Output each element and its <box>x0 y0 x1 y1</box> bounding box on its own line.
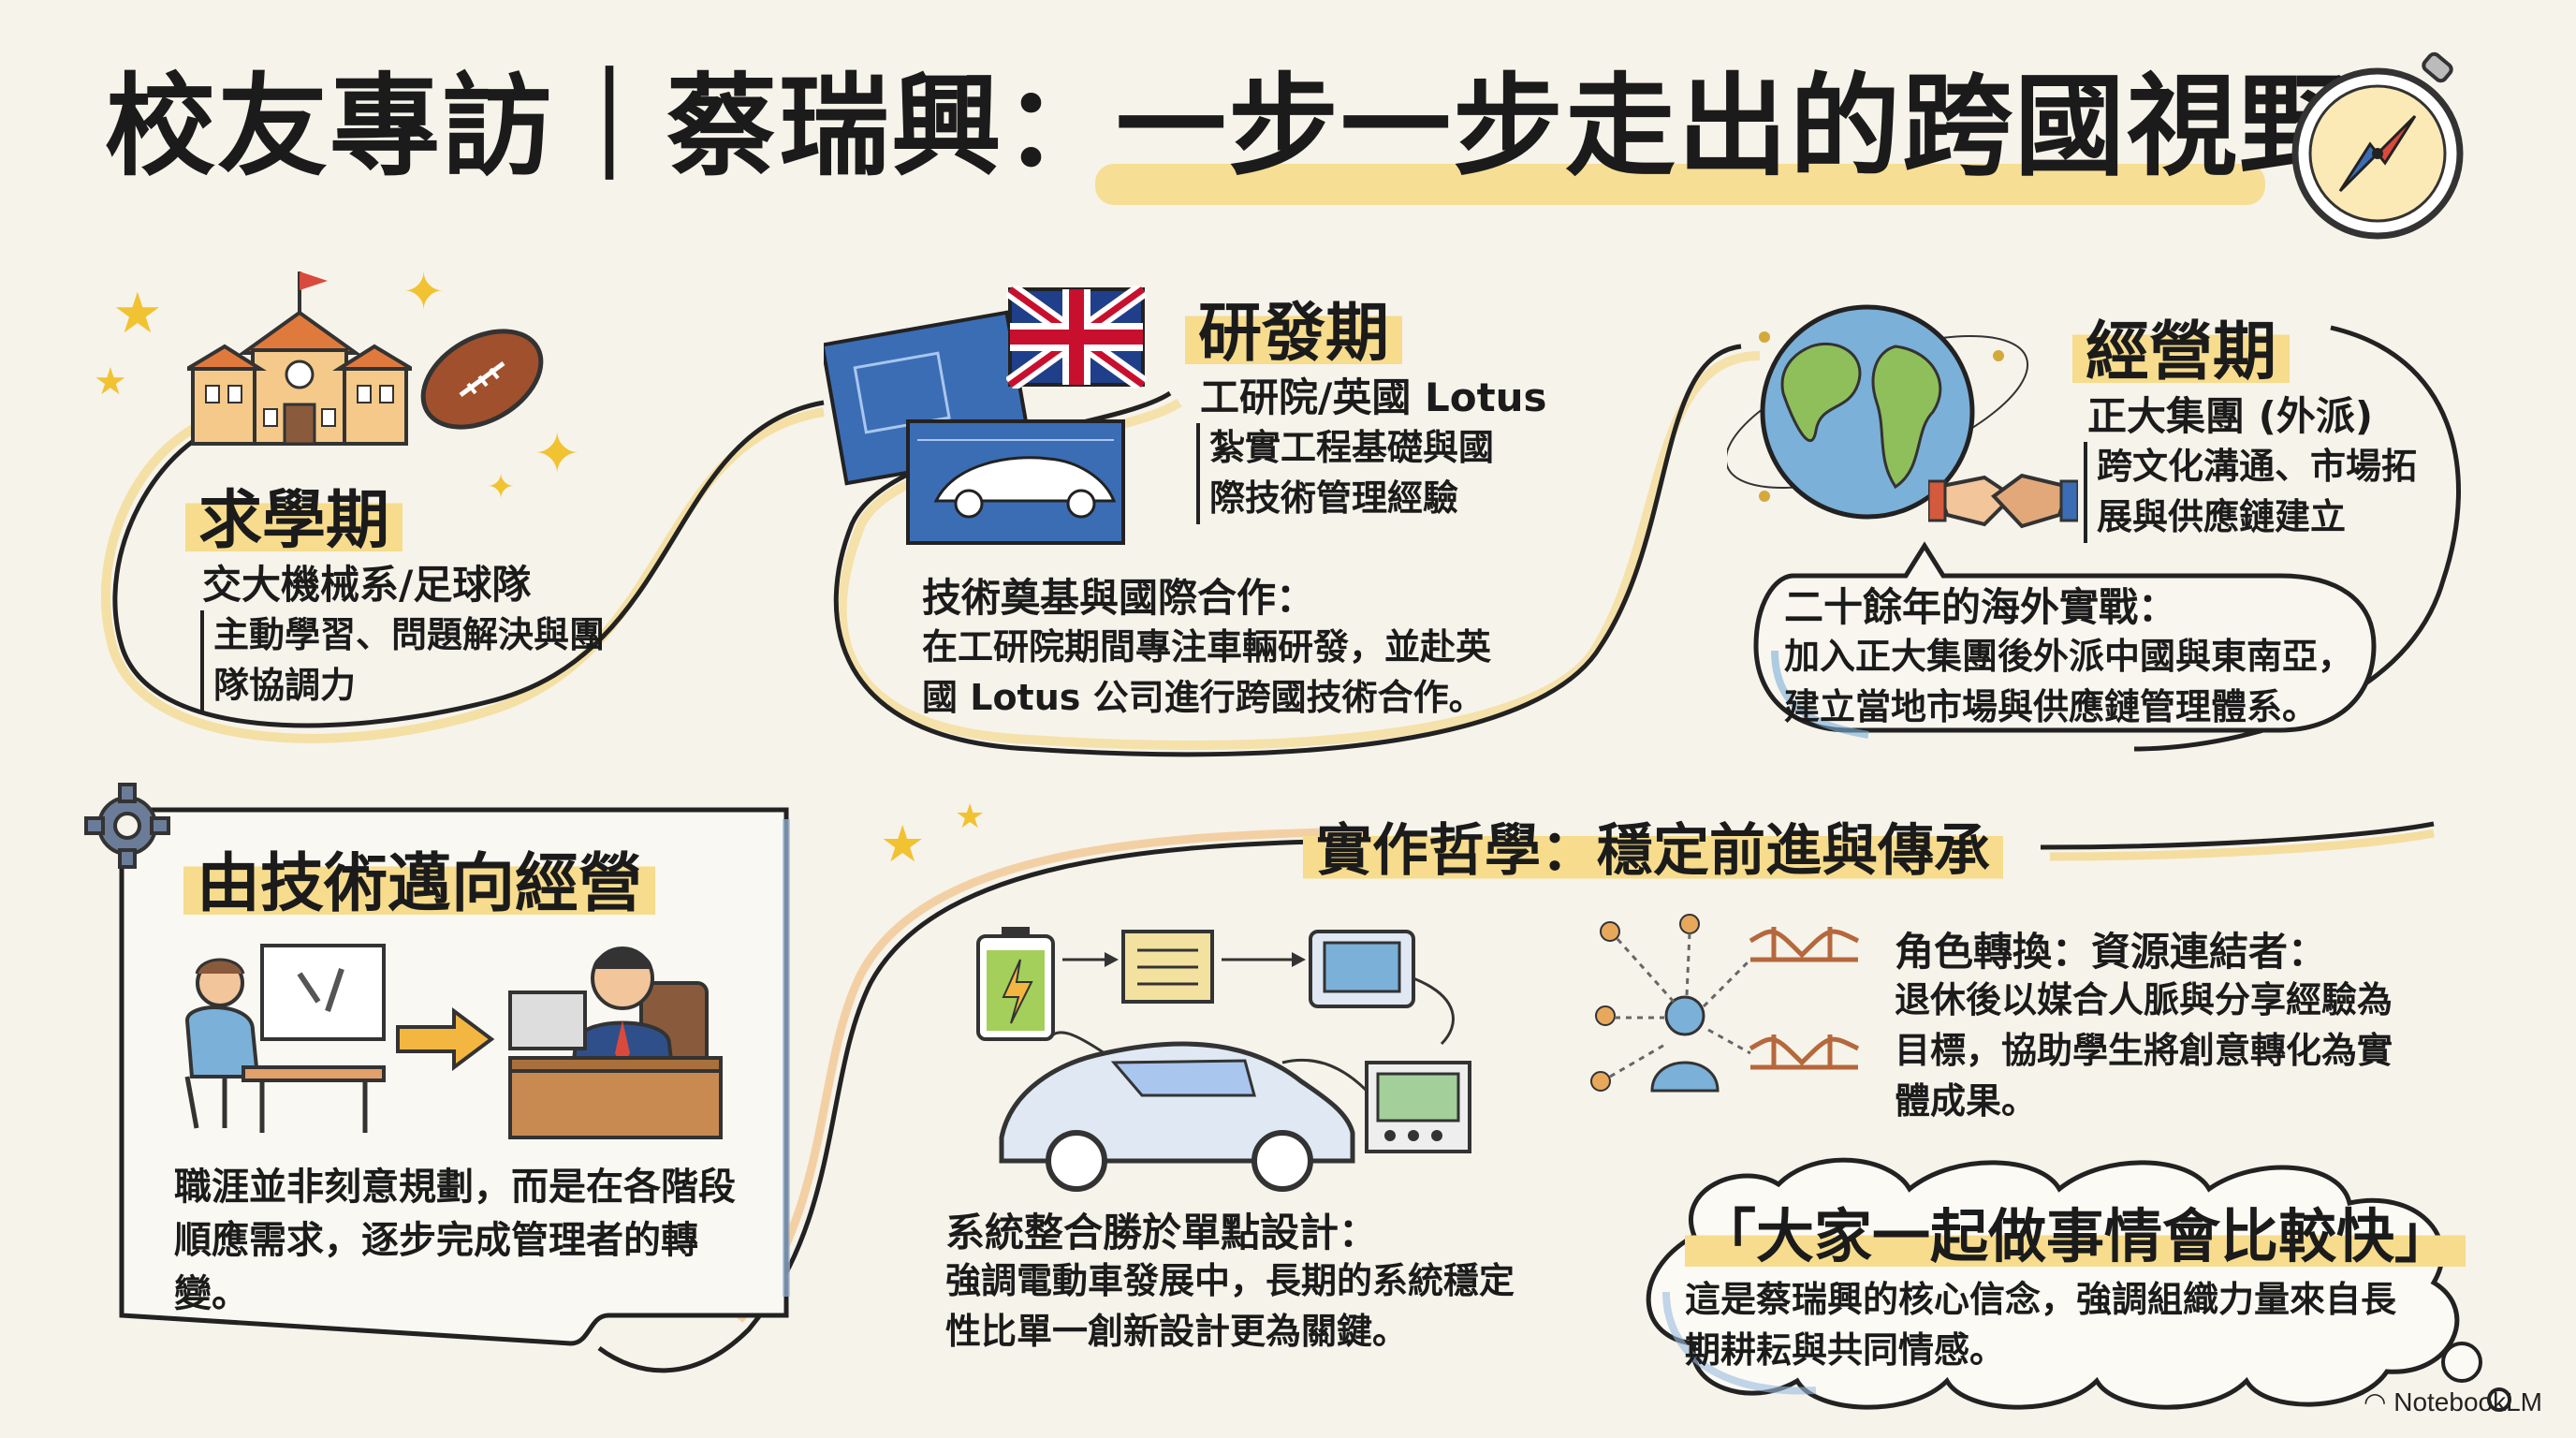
rnd-note-title: 技術奠基與國際合作： <box>922 575 1316 621</box>
transition-text: 職涯並非刻意規劃，而是在各階段順應需求，逐步完成管理者的轉變。 <box>174 1166 736 1315</box>
display-icon <box>1309 930 1415 1008</box>
role-text: 退休後以媒合人脈與分享經驗為目標，協助學生將創意轉化為實體成果。 <box>1895 979 2393 1122</box>
monitor-icon <box>1365 1061 1471 1153</box>
people-network-icon <box>1590 914 1860 1093</box>
star-icon: ✦ <box>487 468 516 506</box>
blueprint-icon <box>824 310 1125 545</box>
school-icon <box>187 271 412 446</box>
quote-text: 「大家一起做事情會比較快」 <box>1685 1189 2466 1273</box>
ops-note-text: 加入正大集團後外派中國與東南亞，建立當地市場與供應鏈管理體系。 <box>1784 636 2354 727</box>
system-text: 強調電動車發展中，長期的系統穩定性比單一創新設計更為關鍵。 <box>945 1260 1515 1352</box>
manager-icon <box>508 946 723 1139</box>
compass-icon <box>2291 51 2464 240</box>
page-title: 校友專訪｜蔡瑞興：一步一步走出的跨國視野 <box>105 62 2352 191</box>
study-description: 主動學習、問題解決與團隊協調力 <box>200 610 607 712</box>
ops-subtitle: 正大集團 (外派) <box>2087 393 2374 439</box>
star-icon: ✦ <box>402 262 446 321</box>
system-diagram <box>976 927 1471 1192</box>
rnd-heading: 研發期 <box>1185 281 1403 374</box>
system-title: 系統整合勝於單點設計： <box>945 1210 1379 1255</box>
ops-description: 跨文化溝通、市場拓展與供應鏈建立 <box>2084 442 2434 543</box>
philosophy-heading: 實作哲學：穩定前進與傳承 <box>1303 805 2003 887</box>
rnd-subtitle: 工研院/英國 Lotus <box>1200 374 1547 420</box>
bridge-icon <box>1749 1034 1860 1070</box>
bridge-icon <box>1749 927 1860 962</box>
star-icon: ★ <box>880 814 926 873</box>
star-icon: ★ <box>112 281 163 346</box>
gear-icon <box>84 783 170 869</box>
star-icon: ✦ <box>534 421 581 487</box>
controller-icon <box>1121 930 1214 1004</box>
rnd-note-text: 在工研院期間專注車輛研發，並赴英國 Lotus 公司進行跨國技術合作。 <box>922 626 1492 718</box>
transition-heading: 由技術邁向經營 <box>183 831 656 924</box>
uk-flag-icon <box>1006 286 1147 389</box>
ops-heading: 經營期 <box>2072 300 2291 392</box>
handshake-icon <box>1928 473 2078 529</box>
engineer-icon <box>184 944 386 1133</box>
study-subtitle: 交大機械系/足球隊 <box>202 562 532 608</box>
arrow-icon <box>396 1007 495 1071</box>
rnd-description: 紮實工程基礎與國際技術管理經驗 <box>1196 423 1528 524</box>
quote-explanation: 這是蔡瑞興的核心信念，強調組織力量來自長期耕耘與共同情感。 <box>1685 1279 2397 1371</box>
notebooklm-icon: ◠ <box>2364 1387 2387 1416</box>
ops-note-title: 二十餘年的海外實戰： <box>1784 584 2178 630</box>
battery-icon <box>976 927 1055 1041</box>
ops-note-bubble <box>1753 541 2377 739</box>
role-title: 角色轉換：資源連結者： <box>1895 929 2328 975</box>
star-icon: ★ <box>94 360 127 404</box>
football-icon <box>420 329 544 430</box>
star-icon: ★ <box>955 798 986 836</box>
globe-icon <box>1727 304 2029 520</box>
transition-card <box>119 807 790 1346</box>
notebooklm-logo: ◠ NotebookLM <box>2364 1387 2542 1417</box>
car-icon <box>999 1041 1355 1192</box>
title-highlight <box>1095 164 2265 205</box>
brand-label: NotebookLM <box>2393 1387 2542 1416</box>
study-heading: 求學期 <box>185 468 403 561</box>
